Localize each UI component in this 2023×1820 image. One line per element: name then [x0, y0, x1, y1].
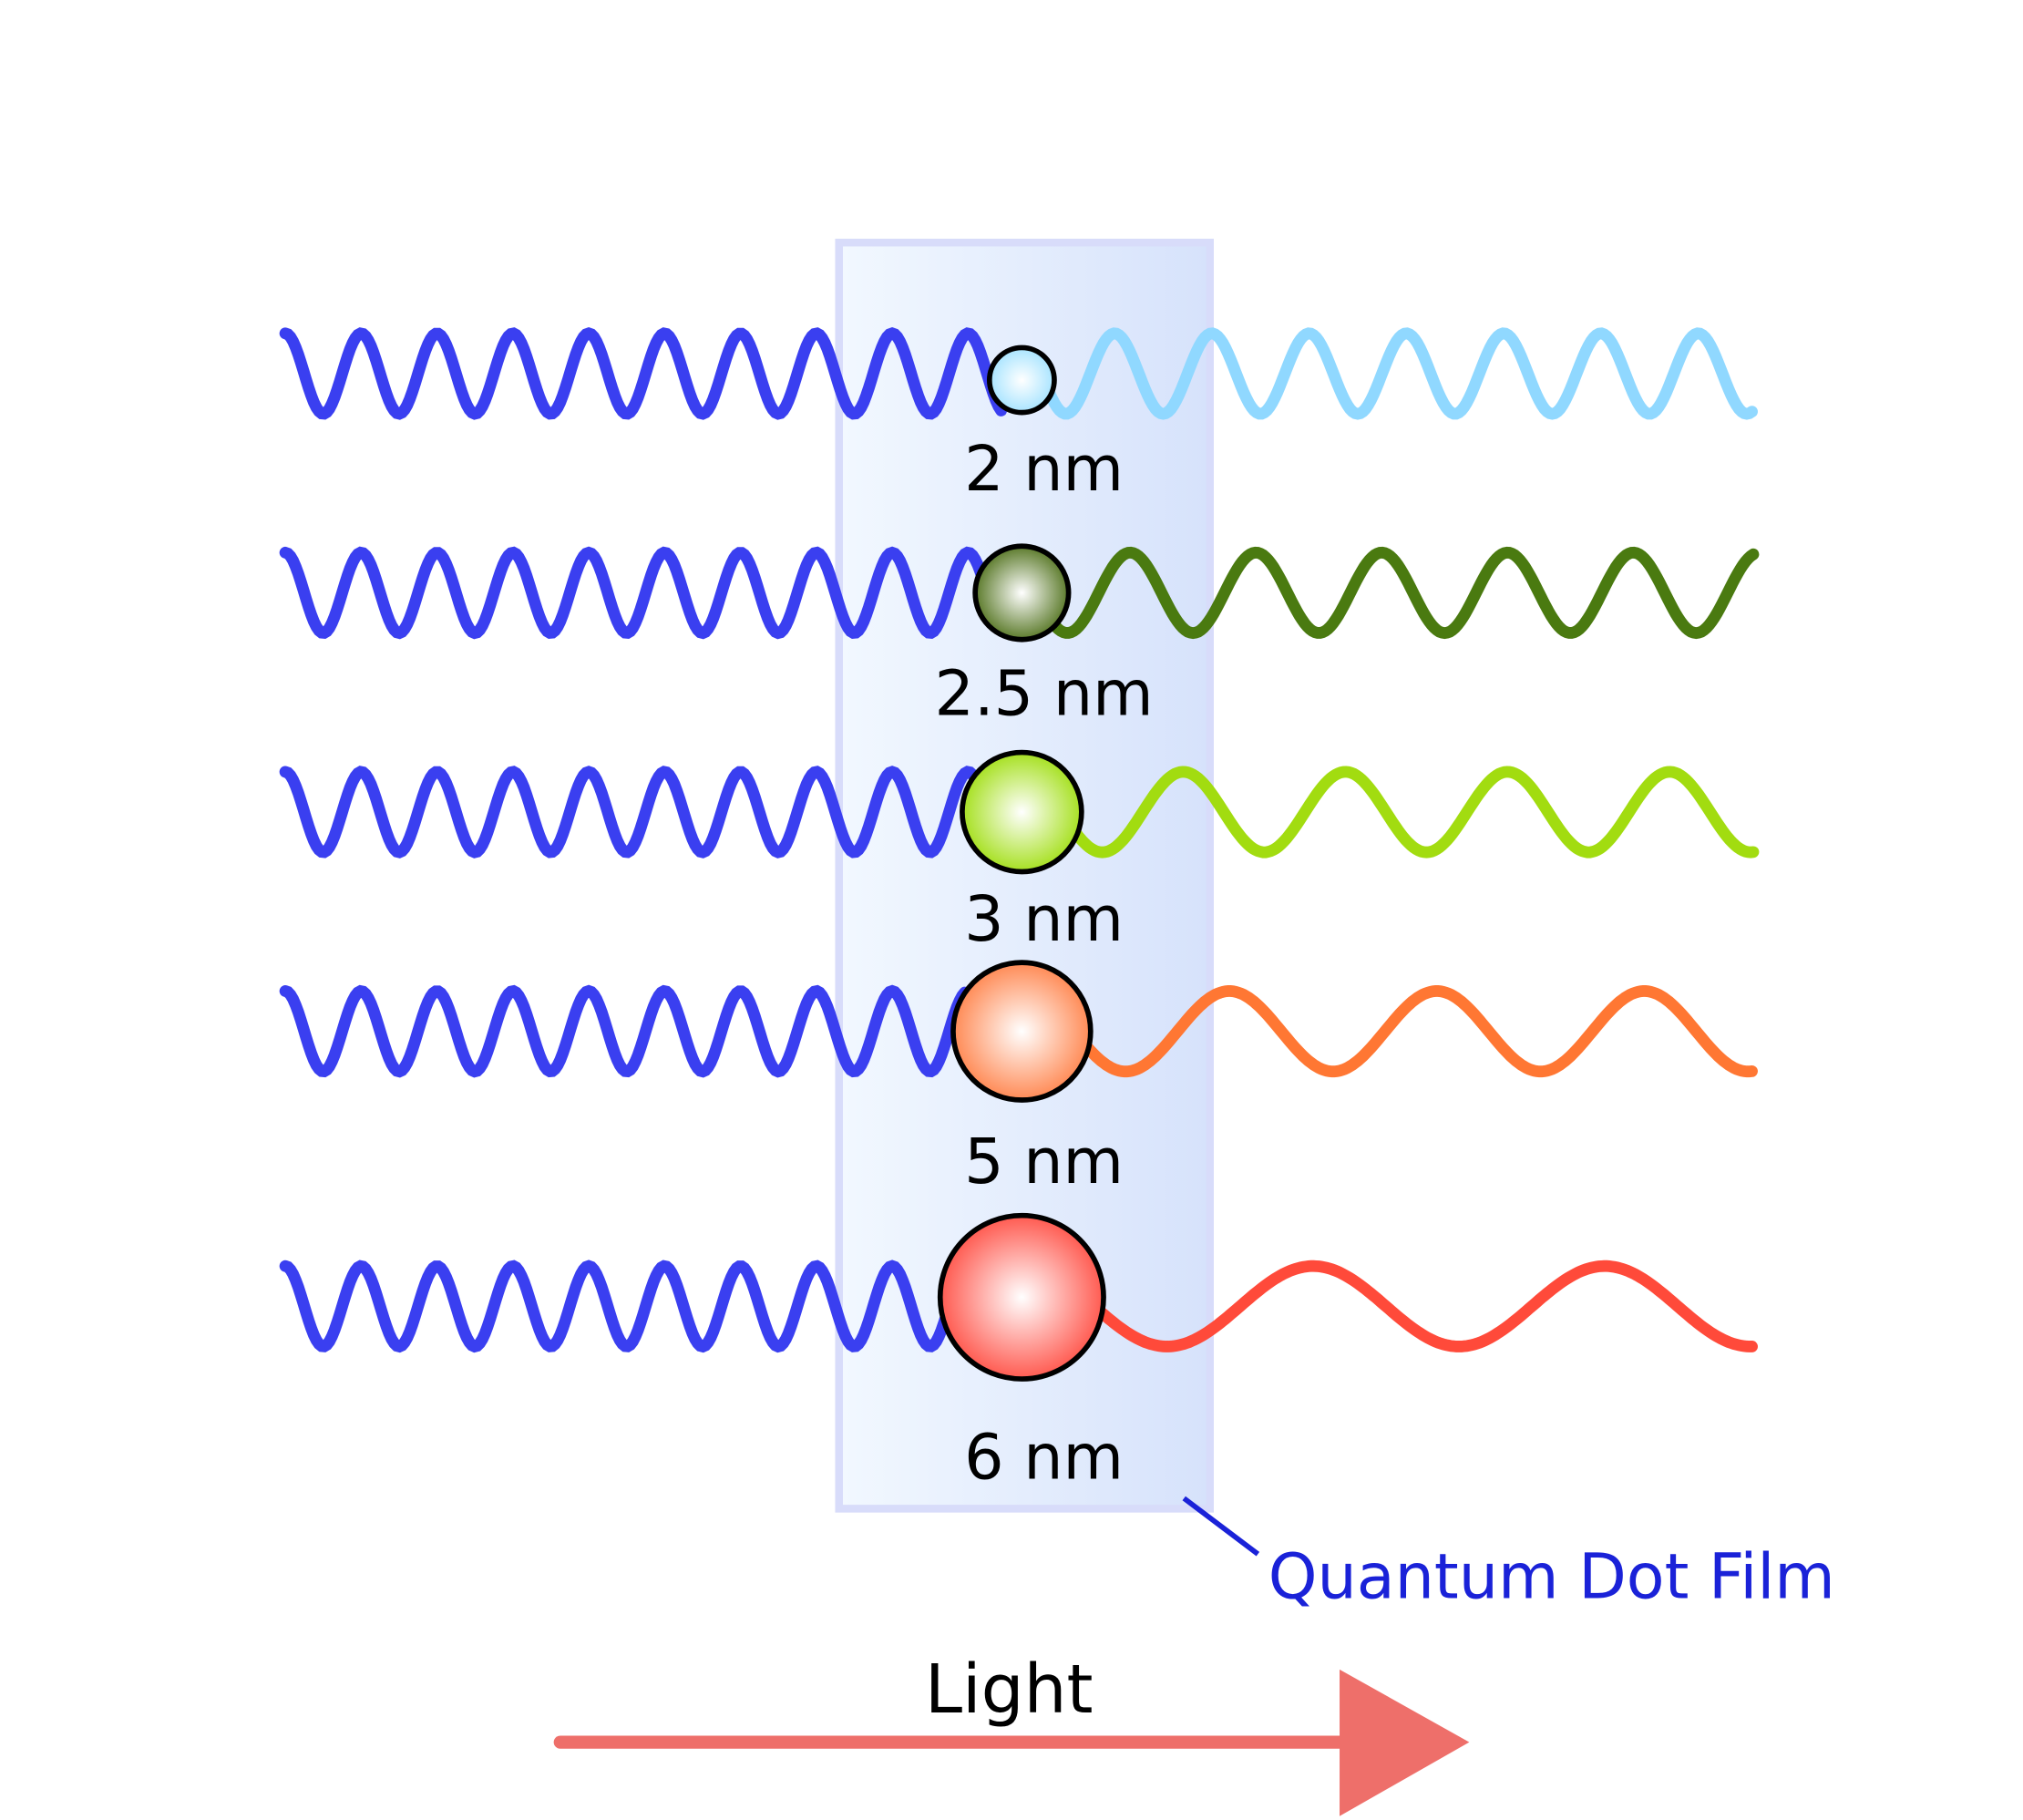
film-label: Quantum Dot Film — [1268, 1542, 1835, 1614]
dot-size-label: 6 nm — [964, 1423, 1124, 1495]
incident-blue-wave — [279, 327, 1008, 420]
emitted-wave — [1072, 985, 1758, 1078]
emitted-wave — [1084, 1260, 1758, 1352]
light-label: Light — [925, 1650, 1094, 1729]
dot-size-label: 3 nm — [964, 884, 1124, 956]
incident-blue-wave — [279, 766, 981, 859]
film-leader-line — [1182, 1496, 1260, 1557]
quantum-dot — [986, 344, 1057, 416]
dot-size-label: 2.5 nm — [935, 658, 1154, 730]
quantum-dot — [972, 543, 1072, 643]
quantum-dot — [960, 749, 1084, 875]
light-arrow-head — [1340, 1669, 1470, 1816]
emitted-wave — [1063, 766, 1760, 859]
emitted-wave — [1049, 546, 1760, 640]
incident-blue-wave — [279, 984, 971, 1078]
quantum-dot — [937, 1212, 1106, 1382]
quantum-dot — [950, 960, 1094, 1103]
incident-blue-wave — [279, 546, 994, 640]
dot-size-label: 2 nm — [964, 434, 1124, 506]
dot-size-label: 5 nm — [964, 1126, 1124, 1198]
emitted-wave — [1035, 327, 1758, 420]
incident-blue-wave — [279, 1260, 958, 1353]
